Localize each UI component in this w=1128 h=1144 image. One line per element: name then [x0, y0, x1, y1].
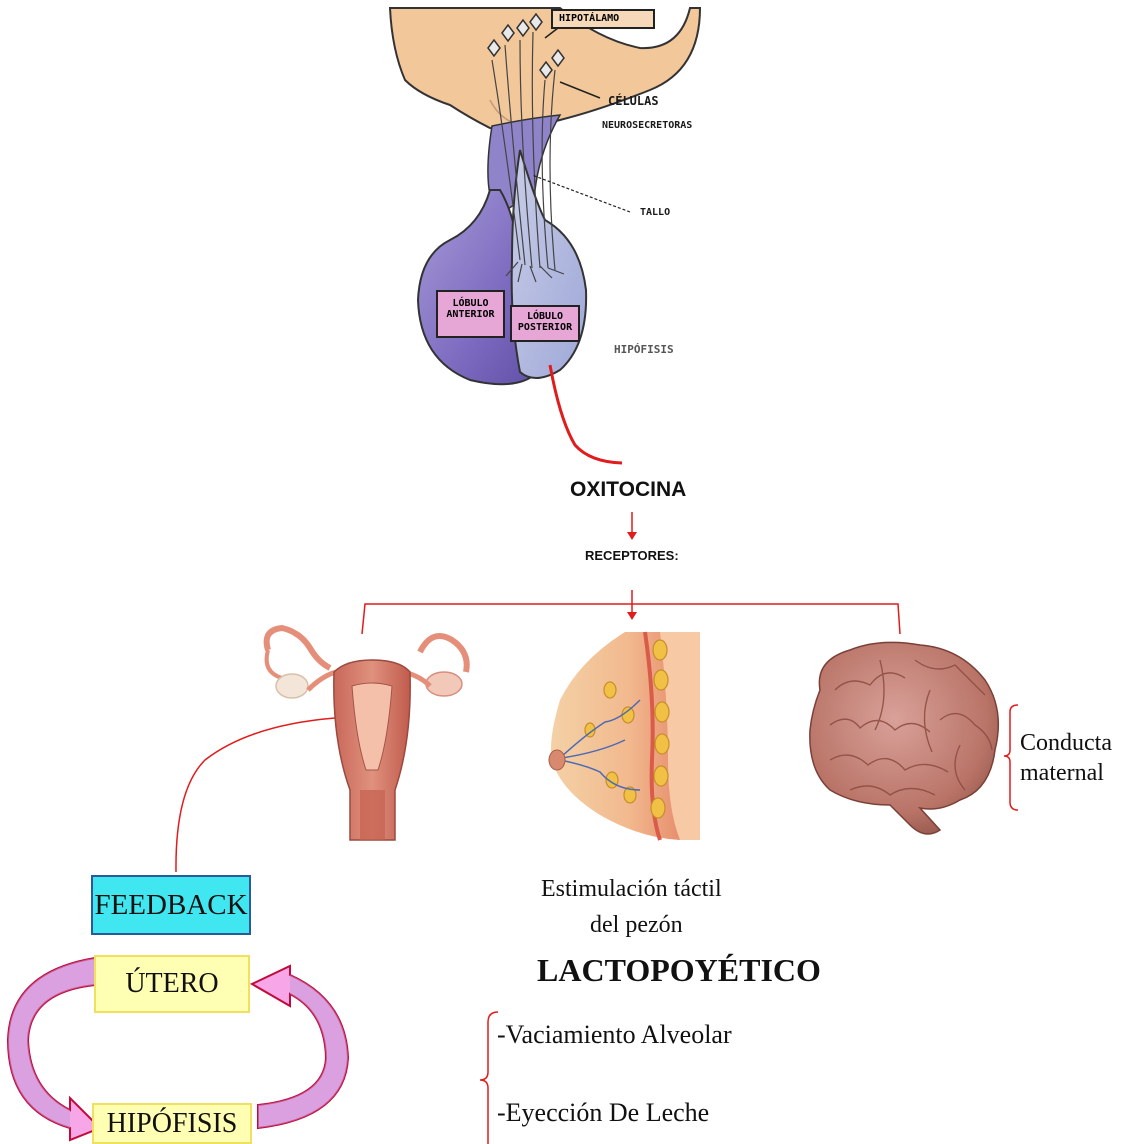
stalk-label: TALLO	[640, 207, 670, 218]
stimulus-line1: Estimulación táctil	[541, 876, 722, 903]
brain-illustration	[810, 642, 1018, 834]
anterior-lobe-line1: LÓBULO	[438, 298, 503, 309]
posterior-lobe-line2: POSTERIOR	[512, 322, 578, 333]
cells-label: CÉLULAS	[608, 94, 659, 108]
uterus-illustration	[267, 628, 467, 840]
maternal-behavior-label: Conducta maternal	[1020, 728, 1112, 788]
anterior-lobe-label: LÓBULO ANTERIOR	[436, 290, 505, 338]
maternal-line2: maternal	[1020, 758, 1112, 788]
breast-illustration	[549, 632, 700, 840]
pituitary-illustration	[390, 8, 700, 463]
posterior-lobe-label: LÓBULO POSTERIOR	[510, 305, 580, 342]
neurosecretory-label: NEUROSECRETORAS	[602, 120, 692, 131]
effect-item: -Eyección De Leche	[497, 1098, 709, 1128]
uterus-box: ÚTERO	[94, 955, 250, 1013]
maternal-line1: Conducta	[1020, 728, 1112, 758]
anterior-lobe-line2: ANTERIOR	[438, 309, 503, 320]
stimulus-line2: del pezón	[590, 912, 683, 939]
effects-bracket	[480, 1012, 498, 1144]
lactopoietic-title: LACTOPOYÉTICO	[537, 952, 821, 989]
posterior-lobe-line1: LÓBULO	[512, 311, 578, 322]
hypothalamus-label: HIPOTÁLAMO	[551, 9, 655, 29]
hormone-title: OXITOCINA	[570, 478, 686, 502]
pituitary-label: HIPÓFISIS	[614, 343, 674, 356]
effect-item: -Vaciamiento Alveolar	[497, 1020, 732, 1050]
feedback-box: FEEDBACK	[91, 875, 251, 935]
receptors-label: RECEPTORES:	[585, 548, 679, 563]
pituitary-box: HIPÓFISIS	[92, 1103, 252, 1144]
